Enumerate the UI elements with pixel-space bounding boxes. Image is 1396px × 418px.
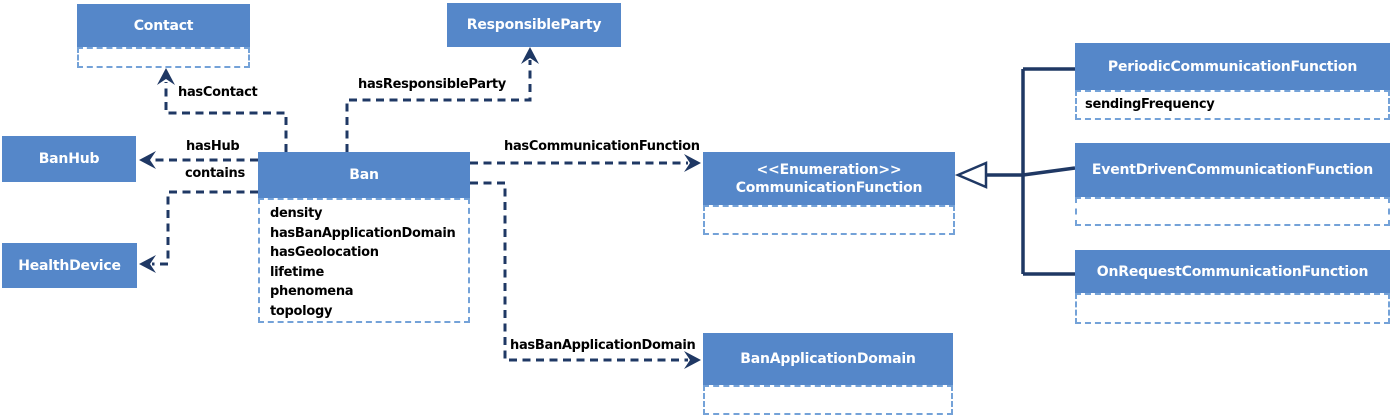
edge-label-has-hub: hasHub bbox=[186, 139, 240, 154]
class-responsible-party: ResponsibleParty bbox=[447, 3, 621, 47]
edge-label-has-contact: hasContact bbox=[178, 85, 258, 100]
attribute: density bbox=[270, 206, 323, 221]
class-ban-hub-header: BanHub bbox=[2, 136, 136, 182]
class-communication-function-body bbox=[703, 205, 955, 235]
class-event-driven-communication-function-header: EventDrivenCommunicationFunction bbox=[1075, 143, 1390, 197]
class-contact-header: Contact bbox=[77, 4, 250, 47]
class-stereotype: <<Enumeration>> bbox=[756, 161, 902, 178]
generalization-triangle-icon bbox=[954, 161, 988, 189]
attribute: hasGeolocation bbox=[270, 245, 379, 260]
class-ban-application-domain-body bbox=[703, 385, 953, 415]
attribute: lifetime bbox=[270, 264, 325, 280]
class-periodic-communication-function: PeriodicCommunicationFunction sendingFre… bbox=[1075, 43, 1390, 120]
edge-label-has-communication-function: hasCommunicationFunction bbox=[504, 139, 700, 154]
edge-label-has-ban-application-domain: hasBanApplicationDomain bbox=[510, 338, 696, 353]
arrowhead-has-ban-application-domain-icon bbox=[684, 351, 701, 369]
class-ban-application-domain: BanApplicationDomain bbox=[703, 333, 953, 415]
inheritance-branch-event-driven bbox=[1022, 166, 1076, 177]
class-on-request-communication-function-body bbox=[1075, 293, 1390, 324]
class-ban-body: density hasBanApplicationDomain hasGeolo… bbox=[258, 198, 470, 323]
class-event-driven-communication-function-body bbox=[1075, 197, 1390, 226]
class-responsible-party-header: ResponsibleParty bbox=[447, 3, 621, 47]
class-event-driven-communication-function: EventDrivenCommunicationFunction bbox=[1075, 143, 1390, 226]
class-title: PeriodicCommunicationFunction bbox=[1107, 58, 1358, 75]
class-title: HealthDevice bbox=[18, 257, 121, 274]
edge-label-contains: contains bbox=[185, 166, 245, 181]
class-title: OnRequestCommunicationFunction bbox=[1096, 263, 1369, 280]
arrowhead-has-hub-icon bbox=[139, 151, 156, 169]
class-on-request-communication-function-header: OnRequestCommunicationFunction bbox=[1075, 250, 1390, 293]
class-title: CommunicationFunction bbox=[735, 179, 923, 196]
edge-has-ban-application-domain bbox=[470, 181, 688, 362]
attribute: topology bbox=[270, 303, 333, 319]
class-health-device-header: HealthDevice bbox=[2, 243, 137, 288]
arrowhead-has-communication-function-icon bbox=[684, 154, 701, 172]
arrowhead-has-responsible-party-icon bbox=[521, 47, 539, 64]
class-title: BanHub bbox=[38, 151, 100, 167]
class-periodic-communication-function-body: sendingFrequency bbox=[1075, 90, 1390, 120]
class-contact-body bbox=[77, 47, 250, 68]
arrowhead-contains-icon bbox=[139, 255, 156, 273]
attribute: hasBanApplicationDomain bbox=[270, 225, 456, 241]
class-periodic-communication-function-header: PeriodicCommunicationFunction bbox=[1075, 43, 1390, 90]
attribute: phenomena bbox=[270, 284, 354, 299]
class-health-device: HealthDevice bbox=[2, 243, 137, 288]
class-ban: Ban density hasBanApplicationDomain hasG… bbox=[258, 152, 470, 323]
class-ban-hub: BanHub bbox=[2, 136, 136, 182]
class-on-request-communication-function: OnRequestCommunicationFunction bbox=[1075, 250, 1390, 324]
class-title: ResponsibleParty bbox=[466, 17, 602, 33]
class-title: EventDrivenCommunicationFunction bbox=[1091, 162, 1374, 178]
edge-has-responsible-party bbox=[345, 60, 532, 152]
class-title: Ban bbox=[349, 167, 379, 183]
class-communication-function: <<Enumeration>> CommunicationFunction bbox=[703, 152, 955, 235]
edge-label-has-responsible-party: hasResponsibleParty bbox=[358, 77, 506, 92]
edge-contains bbox=[152, 190, 258, 266]
arrowhead-has-contact-icon bbox=[157, 68, 175, 85]
class-title: BanApplicationDomain bbox=[740, 351, 916, 367]
attribute: sendingFrequency bbox=[1085, 97, 1215, 113]
class-ban-application-domain-header: BanApplicationDomain bbox=[703, 333, 953, 385]
class-communication-function-header: <<Enumeration>> CommunicationFunction bbox=[703, 152, 955, 205]
class-ban-header: Ban bbox=[258, 152, 470, 198]
class-title: Contact bbox=[133, 17, 194, 34]
class-contact: Contact bbox=[77, 4, 250, 68]
edge-has-contact bbox=[164, 82, 288, 152]
